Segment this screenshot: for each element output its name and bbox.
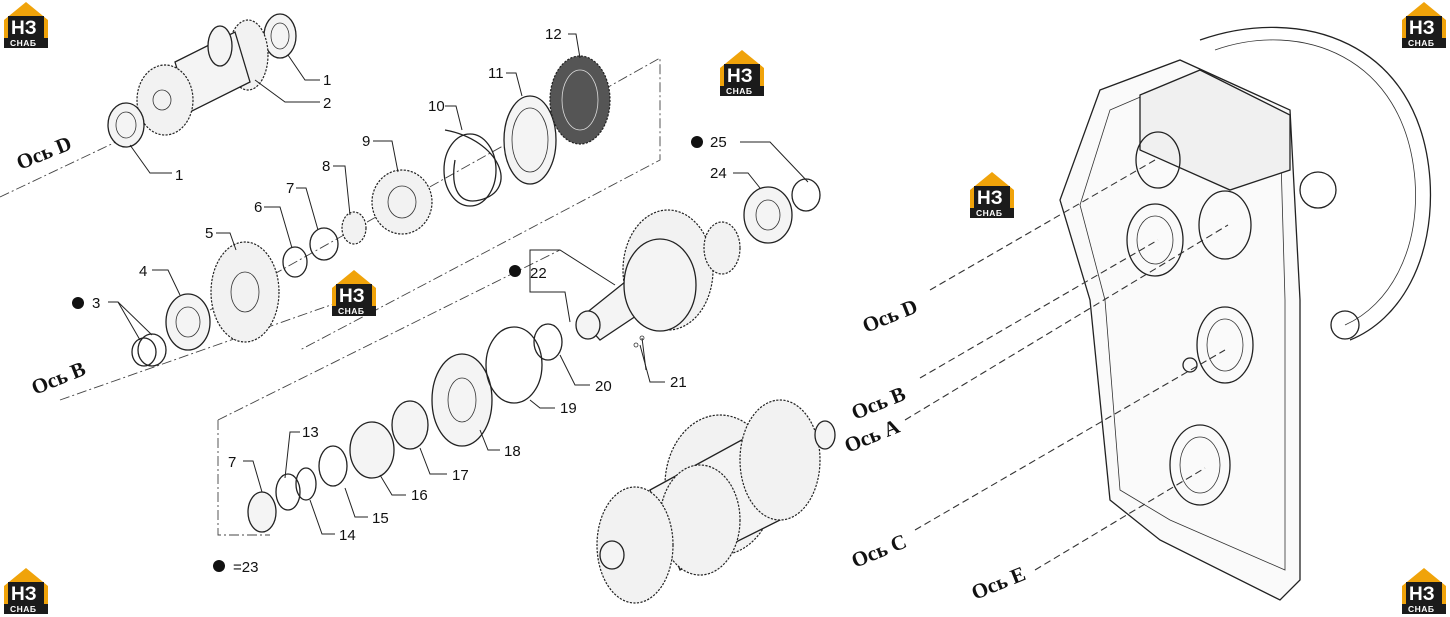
- part-label-18: 18: [504, 443, 521, 460]
- svg-text:НЗ: НЗ: [727, 66, 753, 87]
- part-label-21: 21: [670, 374, 687, 391]
- svg-text:СНАБ: СНАБ: [1408, 38, 1435, 48]
- part-label-24: 24: [710, 165, 727, 182]
- axis-line-a: [904, 224, 1229, 421]
- part-label-7-upper: 7: [286, 180, 294, 197]
- axis-label-a: Ось A: [841, 414, 904, 458]
- svg-text:СНАБ: СНАБ: [1408, 604, 1435, 614]
- part-label-5: 5: [205, 225, 213, 242]
- part-label-4: 4: [139, 263, 147, 280]
- part-label-9: 9: [362, 133, 370, 150]
- legend-bullet: [213, 560, 225, 572]
- lower-parts-chain: [247, 323, 645, 533]
- part-label-25: 25: [710, 134, 727, 151]
- svg-text:СНАБ: СНАБ: [726, 86, 753, 96]
- axis-label-d-right: Ось D: [859, 294, 921, 338]
- axis-line-c: [914, 349, 1226, 531]
- axis-label-e: Ось E: [968, 561, 1029, 604]
- part-label-10: 10: [428, 98, 445, 115]
- part-label-17: 17: [452, 467, 469, 484]
- svg-text:НЗ: НЗ: [977, 188, 1003, 209]
- part-label-15: 15: [372, 510, 389, 527]
- part-label-7-lower: 7: [228, 454, 236, 471]
- svg-text:НЗ: НЗ: [1409, 18, 1435, 39]
- axis-label-d-left: Ось D: [13, 131, 75, 175]
- transmission-housing: [1059, 26, 1432, 601]
- svg-text:СНАБ: СНАБ: [10, 604, 37, 614]
- axis-line-b: [919, 239, 1159, 379]
- axis-label-c: Ось C: [848, 529, 910, 573]
- svg-text:НЗ: НЗ: [339, 286, 365, 307]
- part-label-13: 13: [302, 424, 319, 441]
- brand-logo-top-right: НЗ СНАБ: [1402, 2, 1446, 48]
- brand-logo-center-right: НЗ СНАБ: [970, 172, 1014, 218]
- group-frame-lower: [59, 249, 561, 536]
- svg-text:НЗ: НЗ: [1409, 584, 1435, 605]
- brand-logo-top-left: НЗ СНАБ: [4, 2, 48, 48]
- part-label-16: 16: [411, 487, 428, 504]
- part-label-2: 2: [323, 95, 331, 112]
- bullet-marker-25: [691, 136, 703, 148]
- axis-label-b-right: Ось B: [848, 381, 909, 424]
- svg-text:НЗ: НЗ: [11, 584, 37, 605]
- cluster-gear-assembly: [596, 399, 836, 604]
- group-frame-upper: [0, 57, 661, 351]
- shaft-assembly-axis-d: [107, 13, 297, 148]
- brand-logo-center-top: НЗ СНАБ: [720, 50, 764, 96]
- part-label-3: 3: [92, 295, 100, 312]
- part-label-1-top: 1: [323, 72, 331, 89]
- part-label-19: 19: [560, 400, 577, 417]
- part-label-11: 11: [488, 65, 504, 82]
- part-label-14: 14: [339, 527, 356, 544]
- part-label-1-bottom: 1: [175, 167, 183, 184]
- leader-lines: [108, 33, 809, 535]
- brand-logo-bottom-left: НЗ СНАБ: [4, 568, 48, 614]
- part-number-labels: 1 2 1 3 4 5 6 7 8 9 10 11 12 22 24 25 20…: [92, 26, 727, 544]
- bullet-marker-22: [509, 265, 521, 277]
- part-label-12: 12: [545, 26, 562, 43]
- part-label-8: 8: [322, 158, 330, 175]
- bearing-b-assembly: [131, 55, 611, 367]
- part-label-20: 20: [595, 378, 612, 395]
- part-label-6: 6: [254, 199, 262, 216]
- legend-note: =23: [233, 559, 258, 576]
- shaft-assembly-axis-a: [575, 178, 821, 341]
- part-label-22: 22: [530, 265, 547, 282]
- axis-line-e: [1034, 467, 1206, 571]
- brand-logo-center-left: НЗ СНАБ: [332, 270, 376, 316]
- svg-text:СНАБ: СНАБ: [10, 38, 37, 48]
- svg-text:НЗ: НЗ: [11, 18, 37, 39]
- bullet-marker-3: [72, 297, 84, 309]
- svg-text:СНАБ: СНАБ: [338, 306, 365, 316]
- brand-logo-bottom-right: НЗ СНАБ: [1402, 568, 1446, 614]
- svg-text:СНАБ: СНАБ: [976, 208, 1003, 218]
